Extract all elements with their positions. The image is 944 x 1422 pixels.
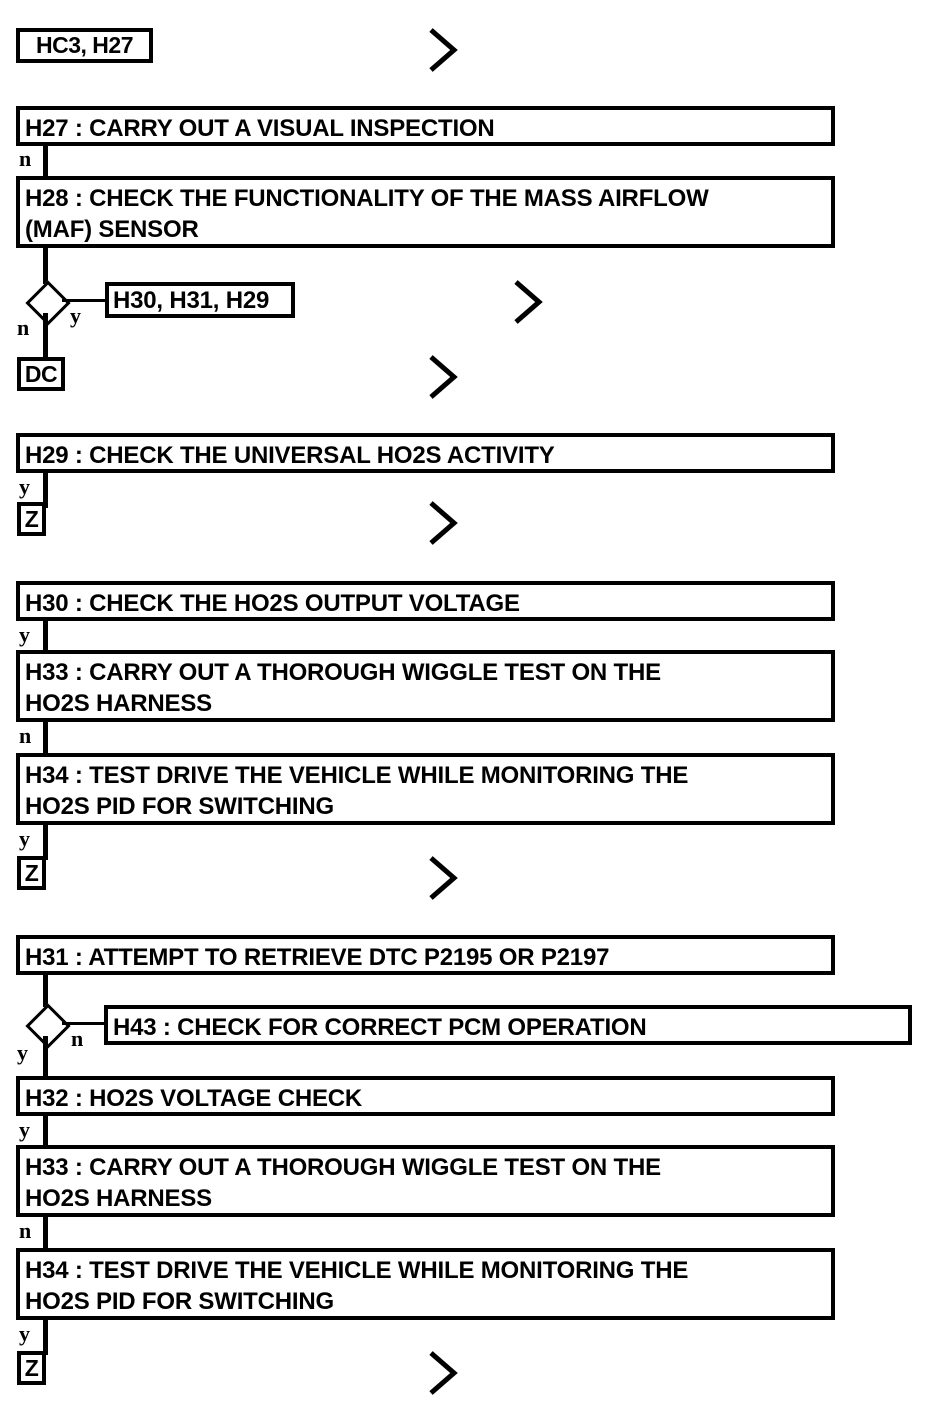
connector-h31-decision2 [43,975,48,1007]
node-h33-second[interactable]: H33 : CARRY OUT A THOROUGH WIGGLE TEST O… [16,1145,835,1217]
chevron-3-icon [428,354,458,400]
node-h43[interactable]: H43 : CHECK FOR CORRECT PCM OPERATION [104,1005,912,1045]
chevron-6-icon [428,1350,458,1396]
connector-decision2-h32 [43,1036,48,1078]
connector-decision1-ref1 [62,299,108,302]
edge-label-decision2-yes: y [17,1040,28,1065]
node-h31[interactable]: H31 : ATTEMPT TO RETRIEVE DTC P2195 OR P… [16,935,835,975]
ref-tag-z-1[interactable]: Z [17,502,46,536]
connector-h32-h33b [43,1116,48,1145]
edge-label-h30-h33: y [19,622,30,647]
chevron-2-icon [513,279,543,325]
edge-label-h33b-h34b: n [19,1218,32,1243]
edge-label-h27-h28: n [19,146,32,171]
edge-label-h34b-out: y [19,1321,30,1346]
decision-diamond-2[interactable] [25,1003,71,1049]
connector-h29-z1 [43,473,48,508]
ref-tag-z-2[interactable]: Z [17,856,46,890]
ref-tag-z-3[interactable]: Z [17,1351,46,1385]
node-h34-second[interactable]: H34 : TEST DRIVE THE VEHICLE WHILE MONIT… [16,1248,835,1320]
edge-label-decision2-no: n [71,1026,84,1051]
connector-h27-h28 [43,146,48,176]
connector-h28-decision1 [43,248,48,284]
edge-label-decision1-yes: y [70,303,81,328]
node-h34-first[interactable]: H34 : TEST DRIVE THE VEHICLE WHILE MONIT… [16,753,835,825]
chevron-5-icon [428,855,458,901]
edge-label-h32-h33b: y [19,1117,30,1142]
ref-tag-dc[interactable]: DC [17,357,65,391]
node-h32[interactable]: H32 : HO2S VOLTAGE CHECK [16,1076,835,1116]
edge-label-h34a-out: y [19,826,30,851]
node-h29[interactable]: H29 : CHECK THE UNIVERSAL HO2S ACTIVITY [16,433,835,473]
connector-decision2-h43 [62,1022,107,1025]
connector-h34a-z2 [43,825,48,860]
entry-tag-hc3-h27[interactable]: HC3, H27 [16,28,153,63]
node-h33-first[interactable]: H33 : CARRY OUT A THOROUGH WIGGLE TEST O… [16,650,835,722]
decision-diamond-1[interactable] [25,280,71,326]
edge-label-decision1-no: n [17,315,30,340]
ref-tag-h30-h31-h29[interactable]: H30, H31, H29 [105,282,295,318]
chevron-4-icon [428,500,458,546]
node-h27[interactable]: H27 : CARRY OUT A VISUAL INSPECTION [16,106,835,146]
connector-h33b-h34b [43,1217,48,1248]
node-h30[interactable]: H30 : CHECK THE HO2S OUTPUT VOLTAGE [16,581,835,621]
chevron-1-icon [428,27,458,73]
edge-label-h29-out: y [19,474,30,499]
connector-decision1-dc [43,313,48,361]
edge-label-h33a-h34a: n [19,723,32,748]
connector-h33a-h34a [43,722,48,753]
connector-h30-h33a [43,621,48,650]
connector-h34b-z3 [43,1320,48,1355]
node-h28[interactable]: H28 : CHECK THE FUNCTIONALITY OF THE MAS… [16,176,835,248]
